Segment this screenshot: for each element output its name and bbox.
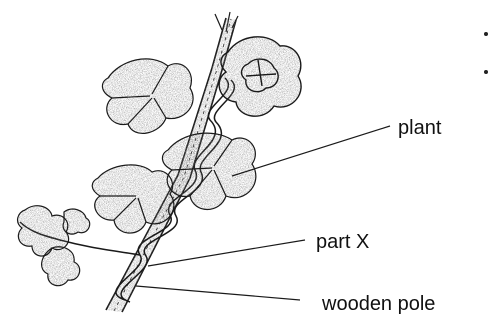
part-x-pointer-line <box>148 240 305 266</box>
page-mark <box>484 32 488 36</box>
wooden-pole-pointer-line <box>136 286 300 300</box>
wooden-pole-label: wooden pole <box>322 294 435 314</box>
part-x-label: part X <box>316 232 369 252</box>
page-mark <box>484 70 488 74</box>
plant-label: plant <box>398 118 441 138</box>
